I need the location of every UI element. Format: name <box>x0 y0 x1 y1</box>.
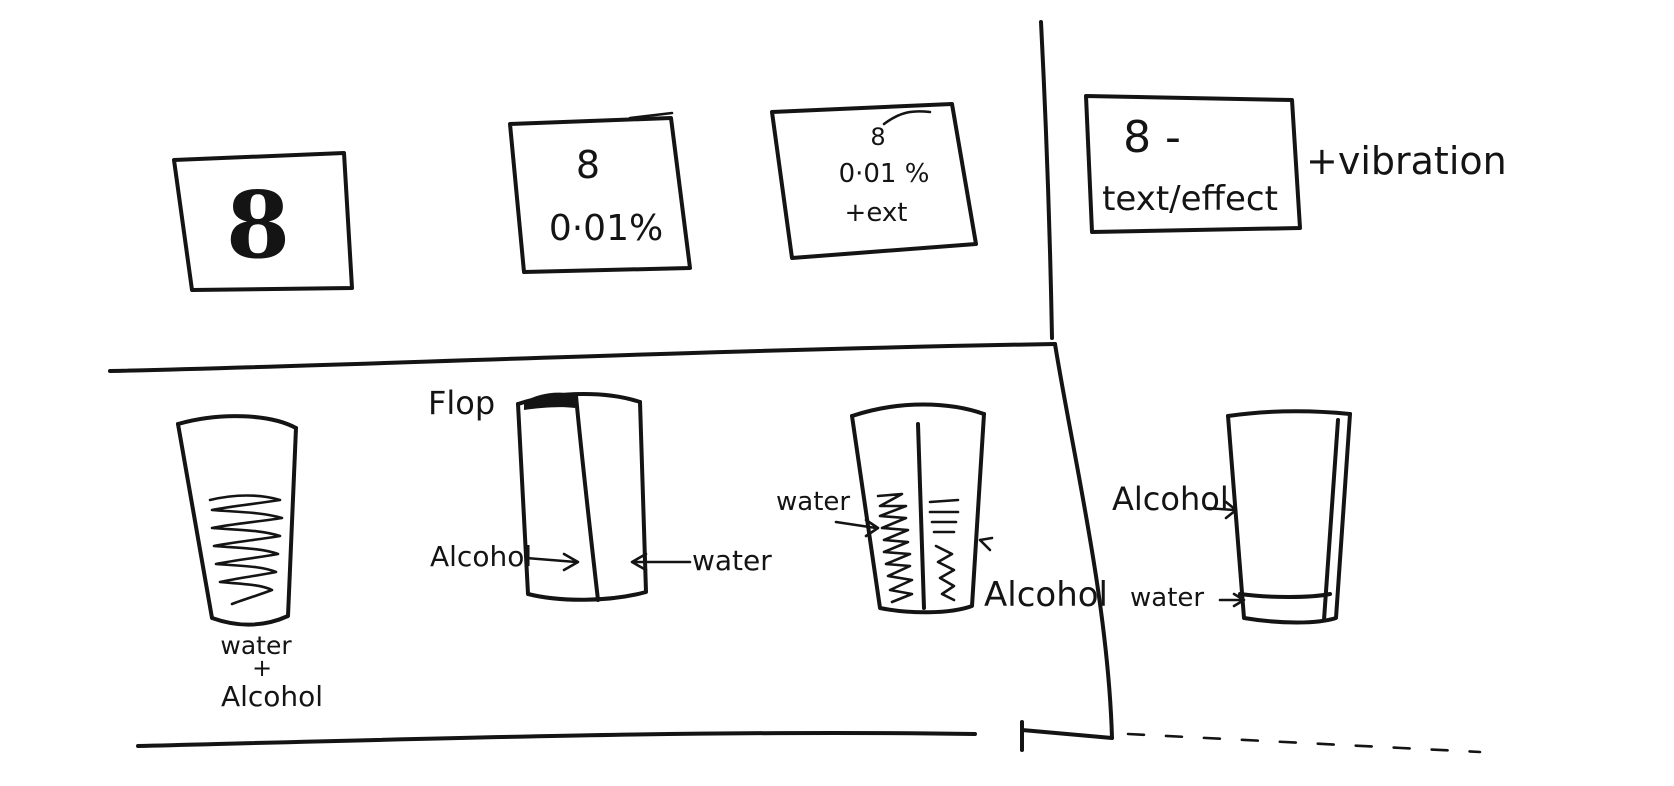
glass-4-label-lower: water <box>1130 583 1204 613</box>
glass-3-left-squiggle <box>878 494 912 602</box>
glass-1: water + Alcohol <box>178 416 323 713</box>
glass-3: water Alcohol <box>776 405 1108 616</box>
glass-2: Flop Alcohol water <box>428 384 772 600</box>
arrow-right-icon <box>836 520 878 536</box>
card-4: 8 - text/effect +vibration <box>1086 96 1507 232</box>
glass-2-title: Flop <box>428 384 495 422</box>
card-3-number: 8 <box>870 123 885 151</box>
dashed-line <box>1128 734 1480 752</box>
glass-1-label-bottom: Alcohol <box>221 680 323 713</box>
card-4-side-note: +vibration <box>1306 139 1507 183</box>
divider-bottom-right-stub <box>1022 722 1112 750</box>
glass-2-label-left: Alcohol <box>430 540 532 573</box>
card-3-text: +ext <box>845 198 908 228</box>
card-1-number: 8 <box>226 171 290 279</box>
card-2-number: 8 <box>576 143 600 187</box>
card-4-number: 8 - <box>1123 112 1181 163</box>
divider-horizontal-bottom <box>138 733 975 746</box>
glass-3-label-right: Alcohol <box>984 575 1108 615</box>
divider-vertical-upper <box>1041 22 1052 338</box>
card-2-percent: 0·01% <box>549 208 663 249</box>
card-2: 8 0·01% <box>510 113 690 272</box>
divider-horizontal-top <box>110 344 1055 371</box>
arrow-right-icon <box>526 554 578 570</box>
card-4-text: text/effect <box>1102 179 1278 219</box>
glass-1-mix-squiggle <box>210 496 282 605</box>
glass-4-label-upper: Alcohol <box>1112 480 1229 518</box>
glass-2-dark-top <box>524 393 578 410</box>
card-3: 8 0·01 % +ext <box>772 104 976 258</box>
glass-4: Alcohol water <box>1112 411 1350 622</box>
divider-vertical-lower <box>1055 344 1112 738</box>
glass-1-label-plus: + <box>252 654 272 682</box>
arrow-up-icon <box>980 538 992 550</box>
card-1: 8 <box>174 153 352 290</box>
glass-3-right-squiggle <box>930 500 958 600</box>
arrow-left-icon <box>632 554 690 570</box>
glass-3-label-left: water <box>776 487 850 517</box>
glass-2-label-right: water <box>692 544 772 577</box>
card-3-percent: 0·01 % <box>839 159 930 189</box>
